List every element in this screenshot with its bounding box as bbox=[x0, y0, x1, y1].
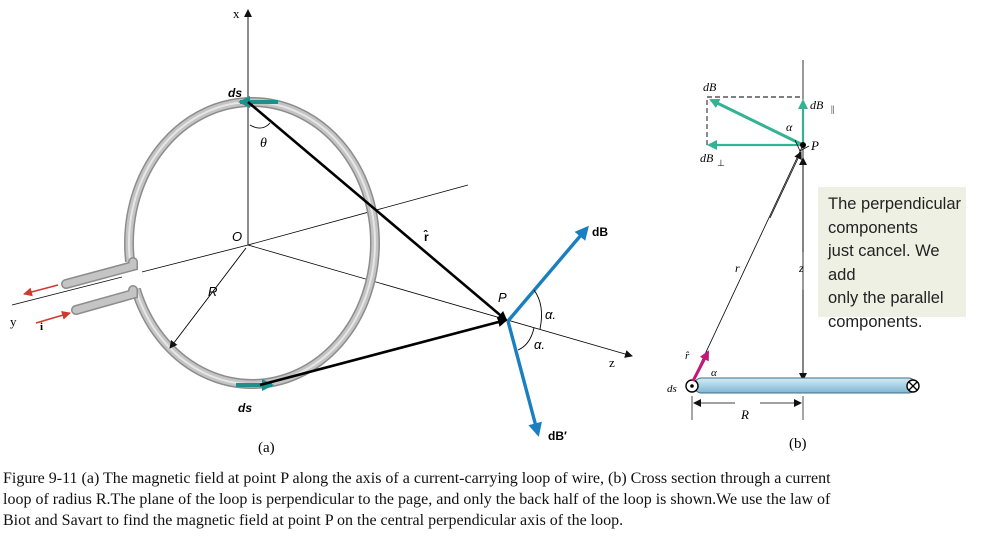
point-p-label: P bbox=[498, 290, 507, 305]
alpha-bottom-label: α bbox=[711, 367, 717, 379]
ds-label-b: ds bbox=[667, 383, 677, 395]
caption-line: Biot and Savart to find the magnetic fie… bbox=[3, 512, 624, 529]
perp-sub: ⊥ bbox=[717, 158, 725, 168]
y-axis-label: y bbox=[10, 314, 17, 329]
note-line: components. bbox=[828, 312, 923, 331]
z-axis bbox=[247, 244, 633, 358]
dBprime-label: dB′ bbox=[548, 429, 567, 443]
radius-label: R bbox=[208, 284, 217, 299]
current-into-cross bbox=[908, 381, 918, 391]
r-line bbox=[691, 144, 804, 383]
note-line: just cancel. We add bbox=[828, 242, 940, 284]
panel-a-label: (a) bbox=[258, 440, 275, 456]
dB-perp-label: dB bbox=[700, 151, 714, 165]
origin-label: O bbox=[232, 229, 242, 244]
z-label: z bbox=[798, 261, 804, 275]
rhat-vector-bottom bbox=[259, 317, 508, 387]
wire-loop bbox=[61, 97, 380, 389]
rhat-vector-b bbox=[691, 350, 710, 382]
plane-line bbox=[247, 184, 469, 246]
panel-b: z dB dB || dB ⊥ P α r r̂ ds α bbox=[667, 60, 920, 452]
panel-b-label: (b) bbox=[789, 436, 807, 452]
rhat-label: r̂ bbox=[423, 229, 429, 244]
current-label: i bbox=[40, 321, 43, 333]
alpha-label-top: α. bbox=[545, 307, 556, 322]
current-out-arrow bbox=[23, 284, 59, 297]
theta-label: θ bbox=[260, 136, 267, 151]
dBprime-vector bbox=[506, 320, 542, 437]
note-line: only the parallel bbox=[828, 289, 944, 307]
point-p-label-b: P bbox=[810, 138, 819, 153]
note-line: The perpendicular bbox=[828, 195, 961, 213]
caption-line: Figure 9-11 (a) The magnetic field at po… bbox=[3, 470, 831, 487]
r-label: r bbox=[735, 261, 740, 275]
dB-label-b: dB bbox=[703, 80, 717, 94]
note-line: components bbox=[828, 218, 918, 237]
dB-vector bbox=[506, 225, 589, 323]
caption-line: loop of radius R.The plane of the loop i… bbox=[3, 491, 831, 508]
dB-parallel-label: dB bbox=[810, 98, 824, 112]
parallel-sub: || bbox=[831, 104, 835, 114]
loop-cross-section bbox=[693, 377, 917, 394]
current-in-arrow bbox=[35, 310, 71, 324]
rhat-vector-top bbox=[247, 101, 508, 322]
radius-arrow bbox=[169, 247, 247, 349]
current-out-dot bbox=[690, 384, 694, 388]
perpendicular-note: The perpendicular components just cancel… bbox=[818, 187, 966, 331]
R-label: R bbox=[740, 407, 749, 422]
dB-vector-b bbox=[709, 98, 804, 147]
x-axis-label: x bbox=[233, 6, 240, 21]
figure: x y z i O R θ bbox=[10, 6, 920, 456]
alpha-top-label: α bbox=[786, 120, 793, 134]
ds-bottom-label: ds bbox=[238, 401, 252, 415]
rhat-label-b: r̂ bbox=[685, 350, 690, 362]
ds-top-label: ds bbox=[228, 86, 242, 100]
figure-caption: Figure 9-11 (a) The magnetic field at po… bbox=[3, 468, 995, 531]
theta-arc bbox=[249, 122, 271, 129]
r-arrow bbox=[769, 151, 802, 219]
dB-label: dB bbox=[592, 225, 608, 239]
alpha-arc-top bbox=[533, 289, 542, 330]
z-axis-label: z bbox=[609, 355, 615, 370]
alpha-label-bottom: α. bbox=[534, 337, 545, 352]
panel-a: x y z i O R θ bbox=[10, 6, 633, 456]
alpha-arc-bottom bbox=[517, 327, 535, 351]
